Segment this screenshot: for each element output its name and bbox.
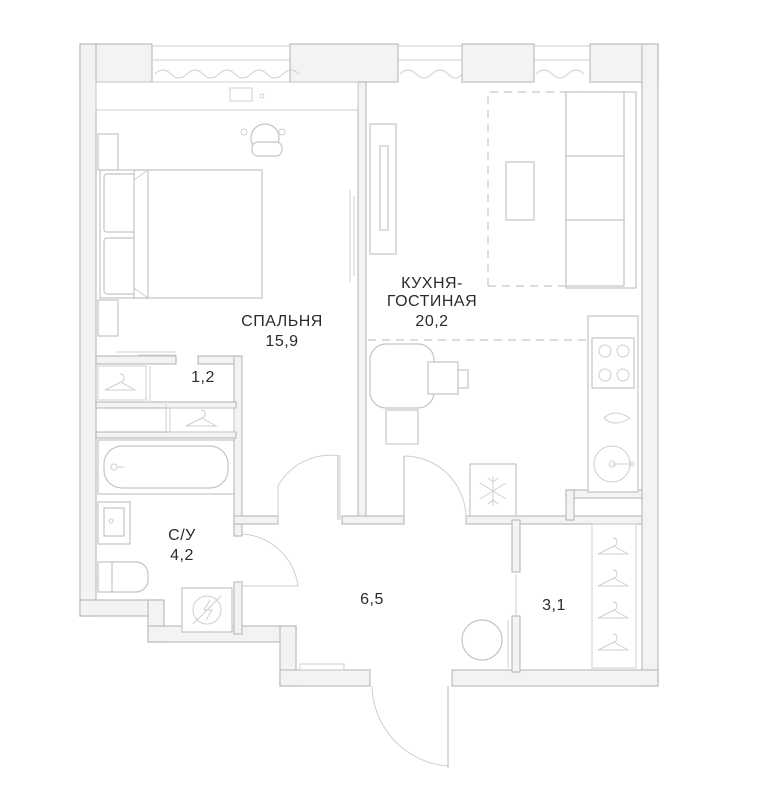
windows (152, 45, 590, 79)
closet-furniture (97, 365, 235, 433)
hanger-icon (104, 373, 137, 391)
hanger-icon (597, 537, 630, 555)
bathroom-name: С/У (168, 527, 196, 544)
hanger-icon (185, 409, 218, 427)
hall-area: 6,5 (360, 591, 384, 608)
stove-icon (591, 337, 635, 389)
hanger-icon (597, 633, 630, 651)
kitchen-living-name-line2: ГОСТИНАЯ (387, 293, 477, 310)
round-ottoman-icon (461, 619, 503, 661)
bathroom-furniture (97, 439, 235, 633)
armchair-icon (369, 343, 469, 445)
doors (241, 454, 517, 768)
bedroom-name: СПАЛЬНЯ (241, 313, 323, 330)
bedroom-area: 15,9 (265, 333, 298, 350)
closet-small-area: 1,2 (191, 369, 215, 386)
bathroom-area: 4,2 (170, 547, 194, 564)
bedroom-furniture (95, 81, 359, 356)
sink-icon (593, 445, 635, 483)
wardrobe-furniture (591, 523, 637, 669)
kitchen-living-name-line1: КУХНЯ- (401, 275, 463, 292)
outer-walls (79, 43, 659, 687)
desk-chair-icon (240, 123, 286, 157)
wardrobe-area: 3,1 (542, 597, 566, 614)
electrical-panel-icon (181, 587, 233, 633)
interior-walls (95, 81, 643, 673)
hanger-icon (597, 569, 630, 587)
kitchen-living-furniture (368, 91, 639, 517)
room-labels: СПАЛЬНЯ 15,9 КУХНЯ- ГОСТИНАЯ 20,2 1,2 С/… (168, 275, 566, 614)
hanger-icon (597, 601, 630, 619)
snowflake-icon (479, 476, 507, 506)
kitchen-living-area: 20,2 (415, 313, 448, 330)
